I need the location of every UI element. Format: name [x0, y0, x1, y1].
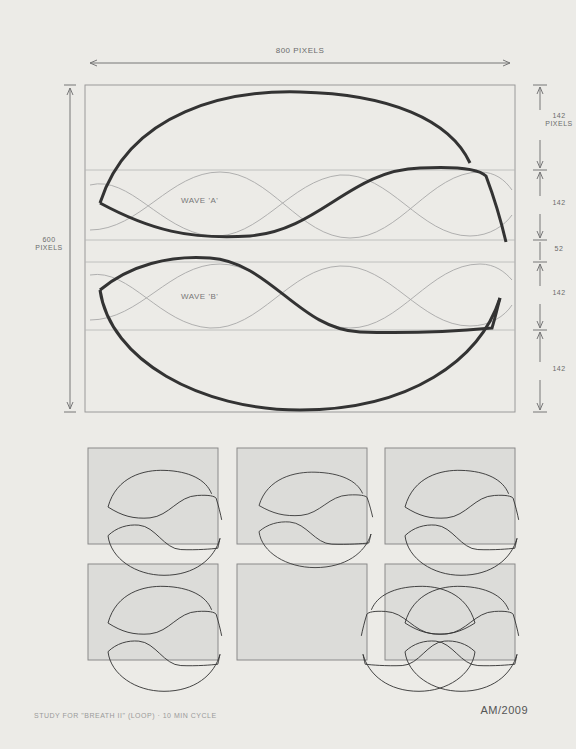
- dimension-label: 142: [545, 365, 573, 373]
- wave-label: WAVE 'B': [178, 292, 221, 302]
- dimension-label: 52: [545, 245, 573, 253]
- dimension-label: 142: [545, 289, 573, 297]
- dimension-label: 600 PIXELS: [34, 236, 64, 253]
- dimension-label: 800 PIXELS: [250, 46, 350, 56]
- caption: STUDY FOR "BREATH II" (LOOP) · 10 MIN CY…: [34, 712, 364, 720]
- dimension-label: 142: [545, 199, 573, 207]
- wave-label: WAVE 'A': [178, 196, 221, 206]
- signature: AM/2009: [468, 704, 528, 717]
- dimension-label: 142 PIXELS: [545, 112, 573, 129]
